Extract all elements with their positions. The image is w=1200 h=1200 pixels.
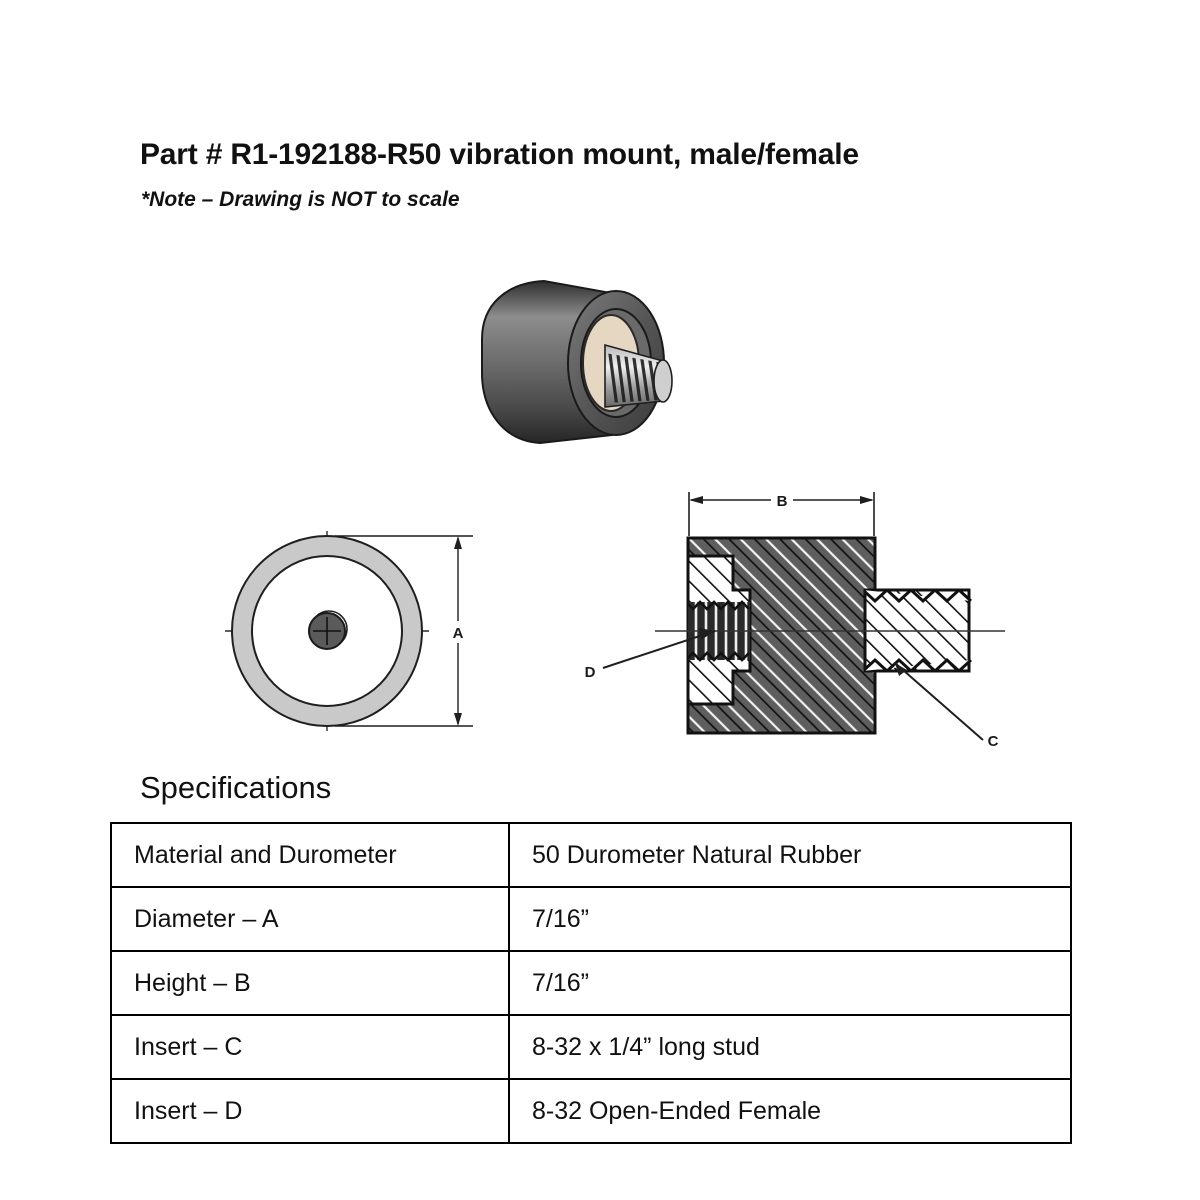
table-row: Insert – C 8-32 x 1/4” long stud (110, 1014, 1072, 1080)
spec-value: 50 Durometer Natural Rubber (508, 822, 1072, 888)
spec-value: 8-32 Open-Ended Female (508, 1078, 1072, 1144)
leader-d (602, 628, 716, 669)
spec-label: Diameter – A (110, 886, 510, 952)
spec-label: Insert – D (110, 1078, 510, 1144)
spec-value: 8-32 x 1/4” long stud (508, 1014, 1072, 1080)
end-view-svg: A (225, 531, 473, 731)
centre-hub (308, 610, 348, 650)
cross-section-view: B (565, 478, 1025, 763)
spec-value: 7/16” (508, 950, 1072, 1016)
table-row: Diameter – A 7/16” (110, 886, 1072, 952)
leader-c-label: C (988, 733, 999, 750)
table-row: Insert – D 8-32 Open-Ended Female (110, 1078, 1072, 1144)
leader-d-label: D (585, 664, 596, 681)
dimension-a-label-bg (449, 621, 469, 643)
spec-label: Insert – C (110, 1014, 510, 1080)
scale-note: *Note – Drawing is NOT to scale (141, 188, 460, 211)
isometric-render-svg (481, 279, 673, 445)
male-stud (604, 343, 673, 408)
dimension-b-label-bg (771, 489, 793, 511)
isometric-render (420, 235, 730, 465)
dimension-a-label: A (453, 625, 464, 642)
table-row: Material and Durometer 50 Durometer Natu… (110, 822, 1072, 888)
specifications-heading: Specifications (140, 770, 332, 805)
spec-label: Material and Durometer (110, 822, 510, 888)
spec-label: Height – B (110, 950, 510, 1016)
leader-c (894, 662, 984, 741)
specifications-table: Material and Durometer 50 Durometer Natu… (110, 822, 1072, 1144)
end-view: A (205, 505, 505, 755)
table-row: Height – B 7/16” (110, 950, 1072, 1016)
dimension-b-label: B (777, 493, 788, 510)
cross-section-svg: B (585, 489, 1005, 750)
page-title: Part # R1-192188-R50 vibration mount, ma… (140, 138, 859, 171)
spec-value: 7/16” (508, 886, 1072, 952)
